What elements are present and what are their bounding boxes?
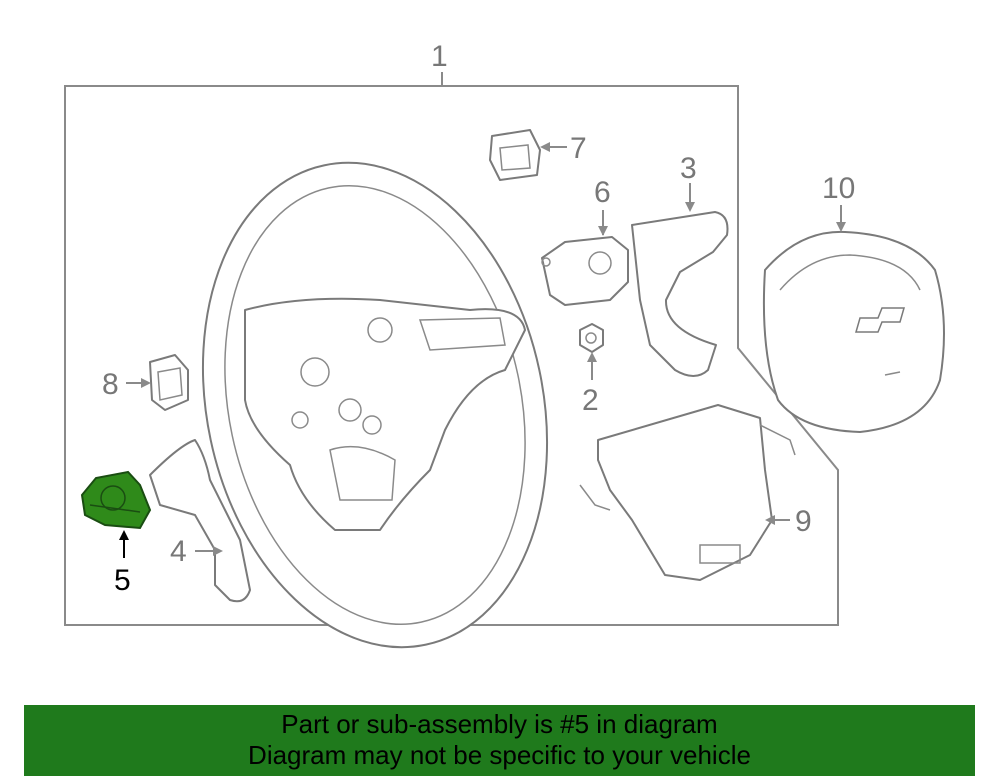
- part-5-switch-highlighted[interactable]: [80, 470, 152, 530]
- part-3-right-trim[interactable]: [631, 211, 729, 377]
- part-10-airbag[interactable]: [762, 230, 945, 433]
- assembly-frame: [64, 85, 839, 626]
- arrow-9: [765, 515, 775, 525]
- callout-10: 10: [822, 172, 855, 205]
- callout-3: 3: [680, 152, 697, 185]
- callout-7: 7: [570, 132, 587, 165]
- callout-2: 2: [582, 384, 599, 417]
- callout-5: 5: [114, 564, 131, 597]
- part-9-wiring-harness[interactable]: [579, 404, 796, 581]
- callout-4: 4: [170, 535, 187, 568]
- arrow-10: [836, 222, 846, 232]
- steering-wheel[interactable]: [160, 130, 591, 679]
- callout-1: 1: [431, 40, 448, 73]
- callout-8: 8: [102, 368, 119, 401]
- arrow-2: [587, 352, 597, 362]
- part-6-switch[interactable]: [541, 236, 629, 306]
- part-7-bracket[interactable]: [489, 129, 541, 181]
- arrow-7: [540, 142, 550, 152]
- chevrolet-logo-icon: [855, 307, 905, 333]
- part-8-bracket[interactable]: [149, 354, 189, 411]
- info-banner: Part or sub-assembly is #5 in diagram Di…: [24, 705, 975, 776]
- callout-6: 6: [594, 176, 611, 209]
- arrow-8: [141, 378, 151, 388]
- arrow-3: [685, 202, 695, 212]
- banner-line-2: Diagram may not be specific to your vehi…: [248, 740, 751, 770]
- callout-9: 9: [795, 505, 812, 538]
- arrow-4: [213, 546, 223, 556]
- banner-line-1: Part or sub-assembly is #5 in diagram: [281, 709, 718, 739]
- part-2-nut[interactable]: [579, 323, 604, 353]
- arrow-6: [598, 226, 608, 236]
- part-4-left-trim[interactable]: [149, 439, 251, 603]
- arrow-5: [119, 530, 129, 540]
